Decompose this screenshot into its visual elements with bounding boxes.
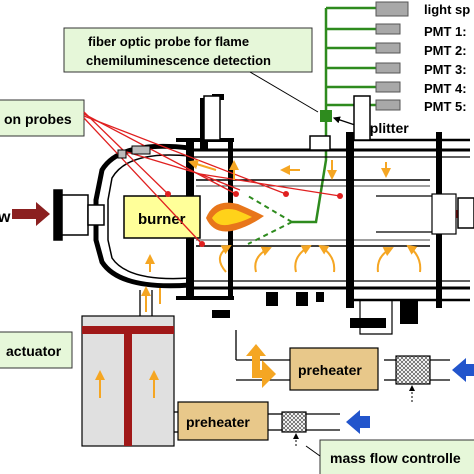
upper-mass-flow-box <box>395 355 431 385</box>
fiber-bundle <box>292 6 376 224</box>
flame-icon <box>206 202 264 232</box>
pmt-4-label: PMT 4: <box>424 81 467 96</box>
upper-orange-elbow-arrow <box>246 344 276 388</box>
right-section <box>359 193 457 335</box>
internal-flow-arrows <box>145 159 422 304</box>
pmt-1-unit <box>375 23 401 35</box>
pmt-units <box>375 1 409 111</box>
upper-preheater-box <box>289 347 379 391</box>
pmt-2-label: PMT 2: <box>424 43 467 58</box>
inlet-arrow <box>12 202 50 226</box>
upper-blue-arrow <box>452 358 474 382</box>
lower-mass-flow-box <box>281 411 307 433</box>
exit-nozzle <box>457 197 474 229</box>
left-inlet <box>53 189 105 241</box>
pmt-3-label: PMT 3: <box>424 62 467 77</box>
splitter-box <box>320 110 332 122</box>
fiber-probe-label-box <box>63 27 313 73</box>
mass-flow-label: mass flow controlle <box>330 450 461 466</box>
lower-air-line <box>174 411 340 433</box>
upper-preheater-label: preheater <box>298 362 362 378</box>
pmt-4-unit <box>375 81 401 93</box>
light-splitter-label: light sp <box>424 2 470 17</box>
probe-housing <box>117 145 151 159</box>
actuator-rod <box>124 326 132 446</box>
pmt-2-unit <box>375 42 401 54</box>
pmt-5-unit <box>375 99 401 111</box>
pmt-5-label: PMT 5: <box>424 99 467 114</box>
lower-blue-arrow <box>346 410 370 434</box>
pmt-3-unit <box>375 62 401 74</box>
lower-preheater-label: preheater <box>186 414 250 430</box>
splitter-label: splitter <box>362 120 409 136</box>
actuator-label: actuator <box>6 343 62 359</box>
flow-label: w <box>0 209 11 226</box>
top-port <box>203 95 371 151</box>
probe-view-cone <box>247 195 293 245</box>
fiber-probe-label-line1: fiber optic probe for flame <box>88 34 249 49</box>
ion-probe-dots <box>165 191 343 247</box>
actuator-label-box <box>0 331 73 369</box>
light-splitter-unit <box>375 1 409 17</box>
mass-flow-label-box <box>319 439 474 474</box>
ion-probes-label: on probes <box>4 111 72 127</box>
pmt-1-label: PMT 1: <box>424 24 467 39</box>
burner-box <box>123 195 201 239</box>
fiber-probe-label-line2: chemiluminescence detection <box>86 53 271 68</box>
burner-label: burner <box>138 211 186 228</box>
lower-preheater-box <box>177 401 269 441</box>
